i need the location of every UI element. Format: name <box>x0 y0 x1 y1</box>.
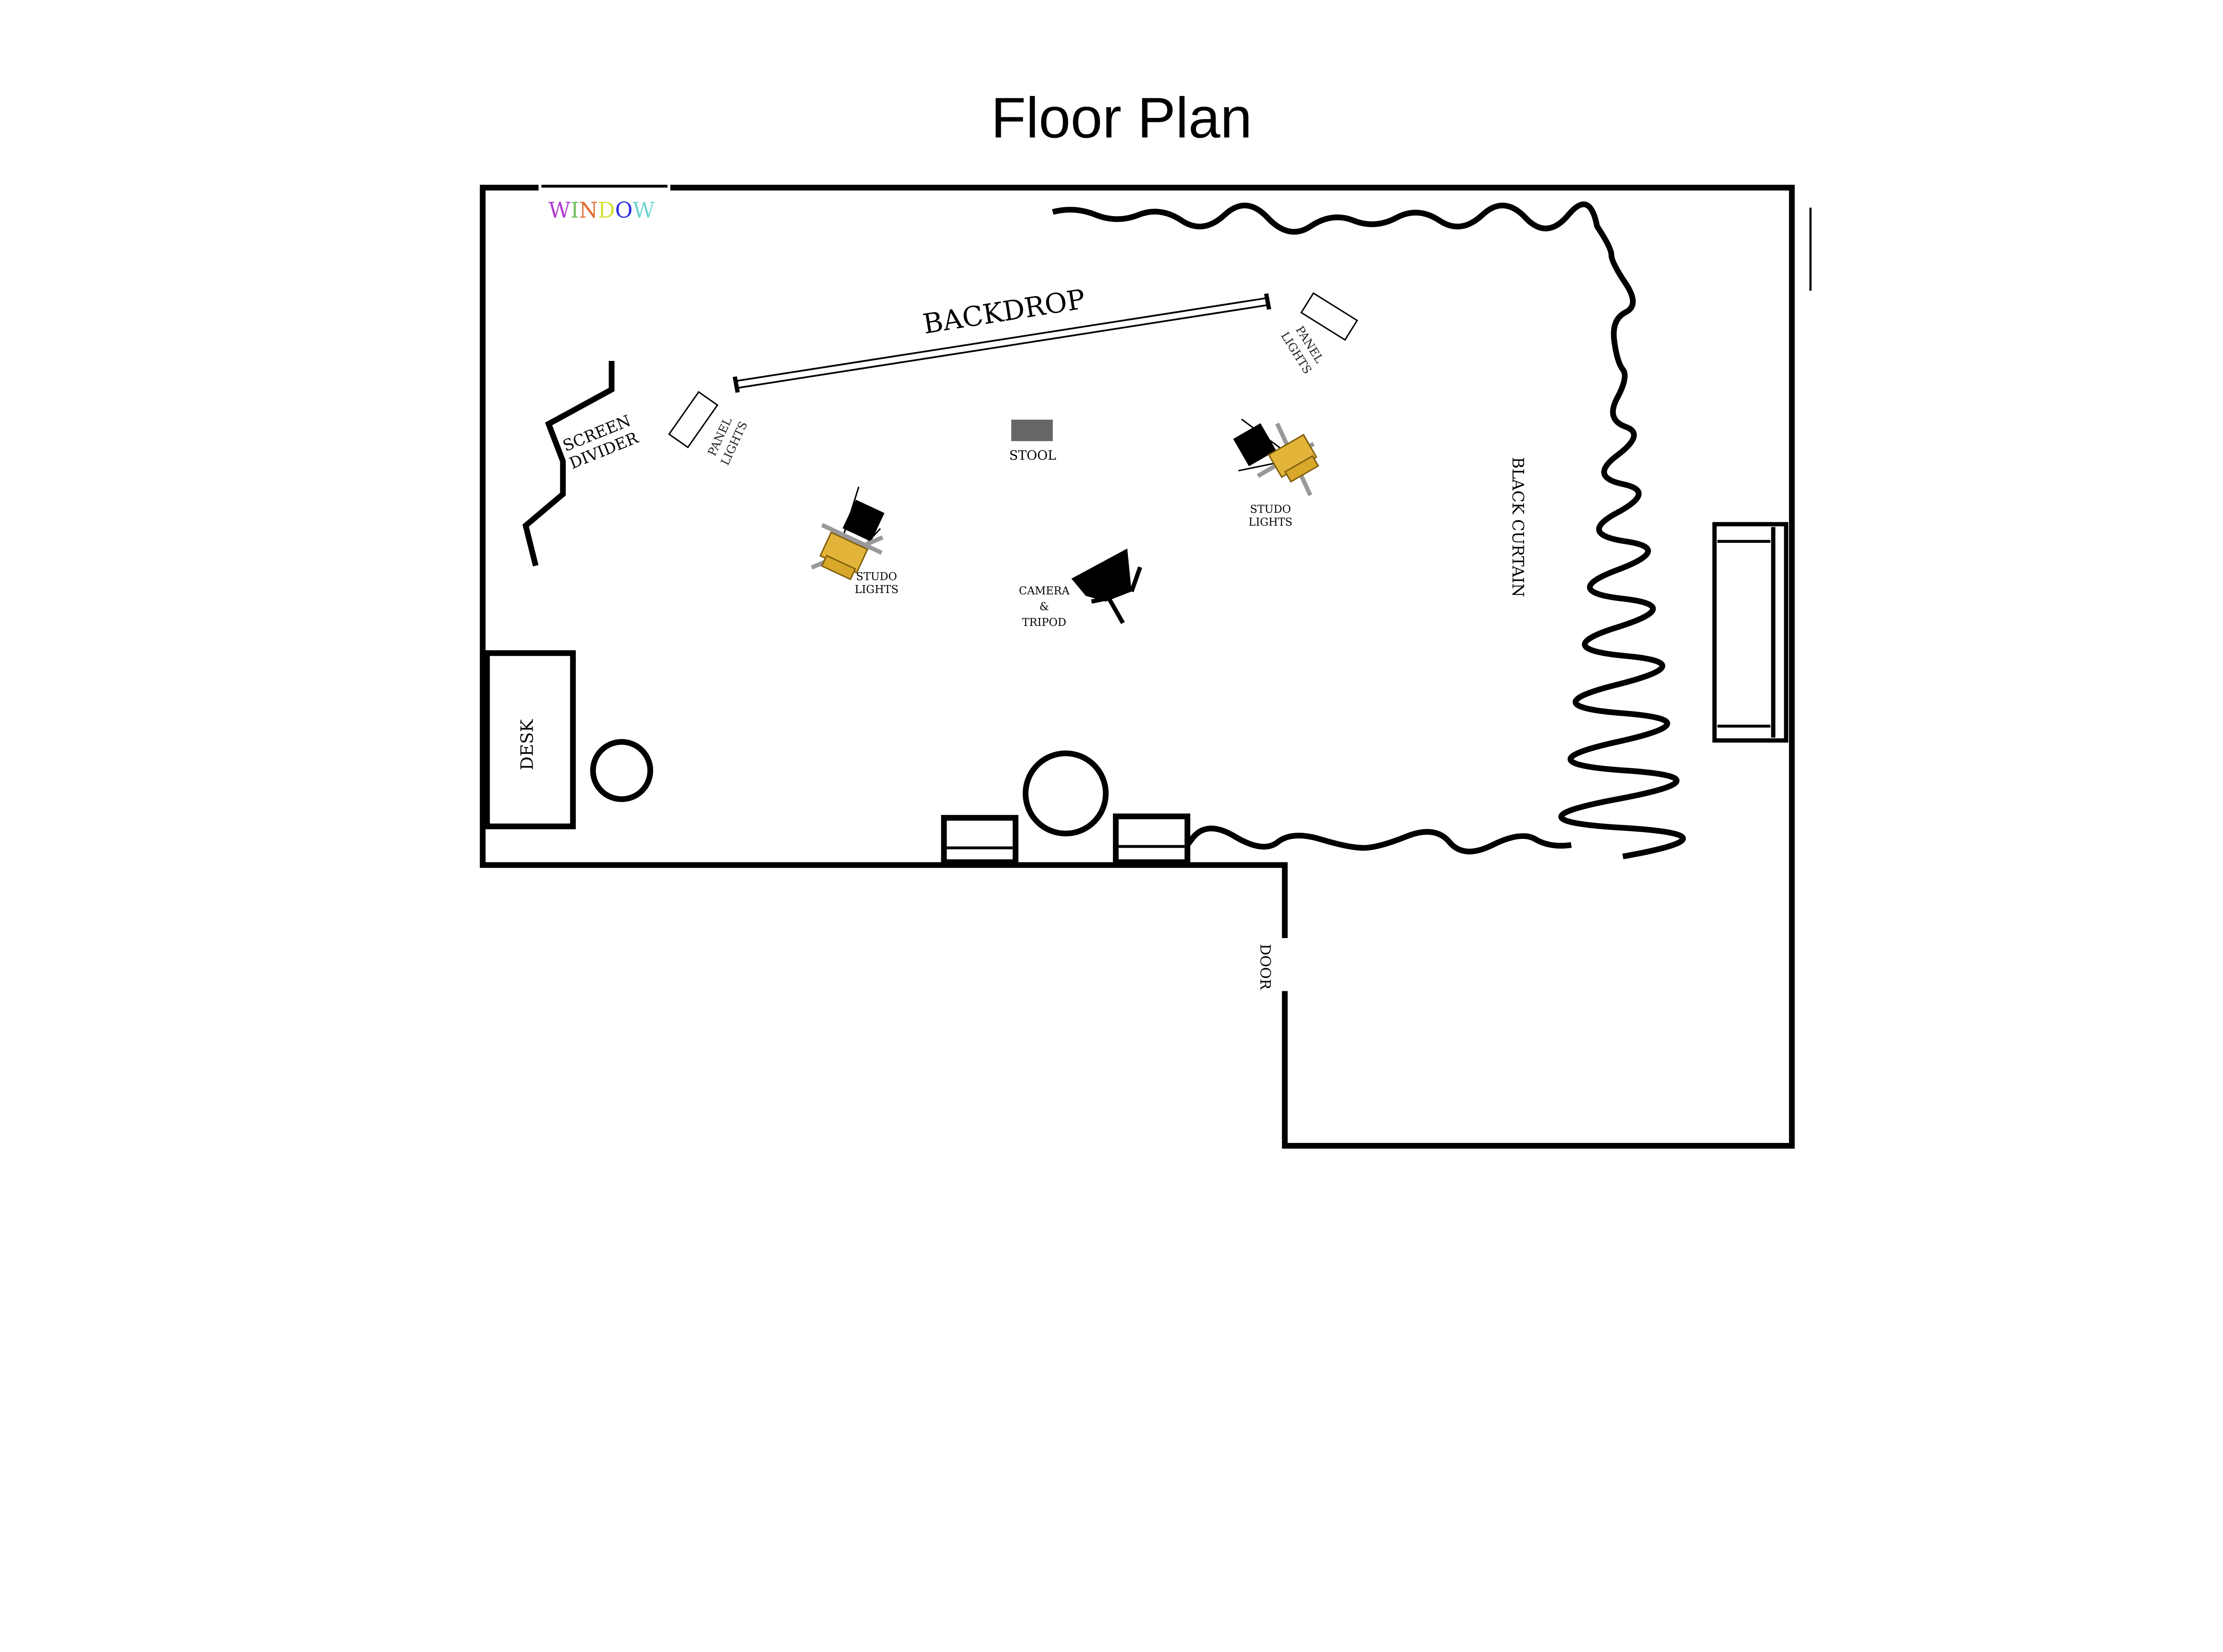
door-label: DOOR <box>1257 944 1274 990</box>
chair-left <box>941 815 1019 865</box>
screen-divider-label: SCREENDIVIDER <box>560 411 641 473</box>
stool <box>1011 419 1053 441</box>
black-curtain-label: BLACK CURTAIN <box>1509 457 1527 597</box>
backdrop <box>732 293 1272 393</box>
stool-round-left <box>590 739 654 802</box>
studio-light-right-icon <box>1233 418 1320 497</box>
wall-fixture <box>1712 522 1789 743</box>
chair-right <box>1113 813 1191 865</box>
desk <box>484 650 576 830</box>
panel-lights-right-label: PANELLIGHTS <box>1278 321 1327 377</box>
round-table <box>1023 750 1109 837</box>
black-curtain <box>1052 201 1686 859</box>
desk-label: DESK <box>517 719 537 770</box>
screen-divider <box>522 361 615 567</box>
floor-plan-diagram: Floor Plan WINDOW BLACK CURTAIN BACKDROP… <box>480 86 1812 1149</box>
panel-lights-left-label: PANELLIGHTS <box>704 413 750 467</box>
room-walls <box>480 184 1812 1149</box>
camera-label: CAMERA&TRIPOD <box>1019 585 1070 629</box>
panel-light-left <box>668 391 718 449</box>
page-title: Floor Plan <box>991 86 1252 150</box>
panel-light-right <box>1300 292 1358 341</box>
stool-label: STOOL <box>1009 448 1056 463</box>
window-label: WINDOW <box>549 198 655 223</box>
backdrop-label: BACKDROP <box>921 284 1087 341</box>
camera-tripod-icon <box>1071 548 1142 624</box>
studio-light-left-icon <box>811 486 885 581</box>
